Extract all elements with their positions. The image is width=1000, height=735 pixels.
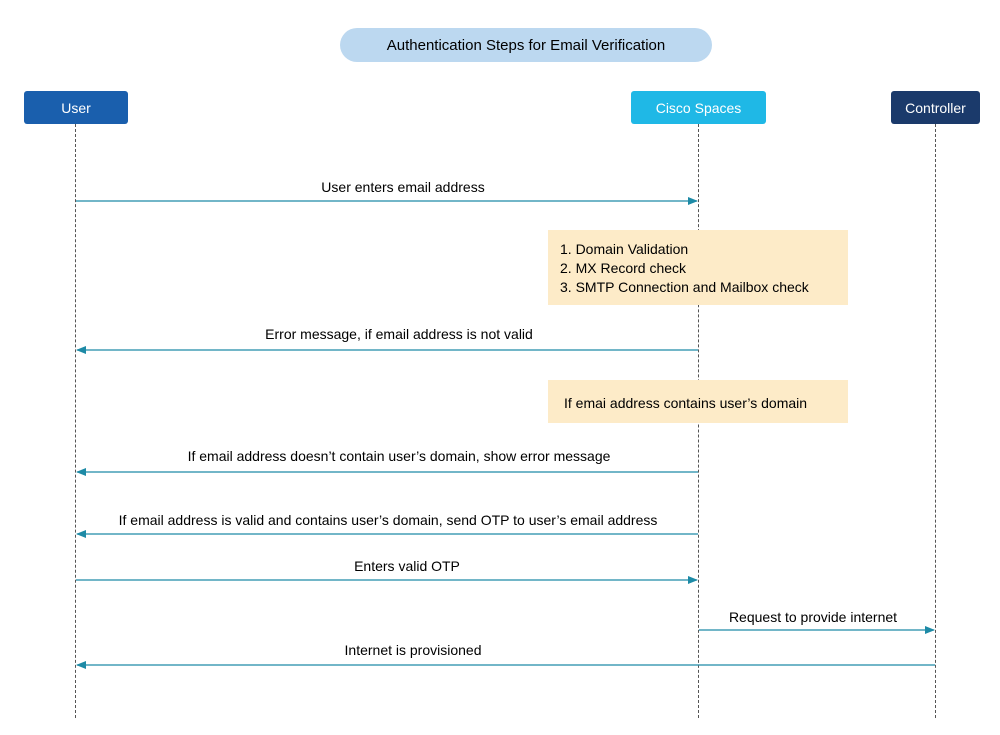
message-label: Error message, if email address is not v… <box>265 326 533 342</box>
message-label: Internet is provisioned <box>344 642 482 658</box>
validation-steps-note: 1. Domain Validation 2. MX Record check … <box>548 230 848 305</box>
actor-cisco-spaces: Cisco Spaces <box>631 91 766 124</box>
message-label: If email address is valid and contains u… <box>118 512 658 528</box>
validation-step: 2. MX Record check <box>560 260 687 276</box>
diagram-title: Authentication Steps for Email Verificat… <box>340 28 712 62</box>
message-label: User enters email address <box>321 179 485 195</box>
message-label: Request to provide internet <box>728 609 898 625</box>
lifeline-user <box>75 124 76 718</box>
message-label: If email address doesn’t contain user’s … <box>187 448 611 464</box>
actor-user: User <box>24 91 128 124</box>
validation-step: 1. Domain Validation <box>560 241 689 257</box>
lifeline-controller <box>935 124 936 718</box>
actor-controller: Controller <box>891 91 980 124</box>
validation-step: 3. SMTP Connection and Mailbox check <box>560 279 809 295</box>
domain-check-note: If emai address contains user’s domain <box>548 380 848 423</box>
message-label: Enters valid OTP <box>354 558 460 574</box>
